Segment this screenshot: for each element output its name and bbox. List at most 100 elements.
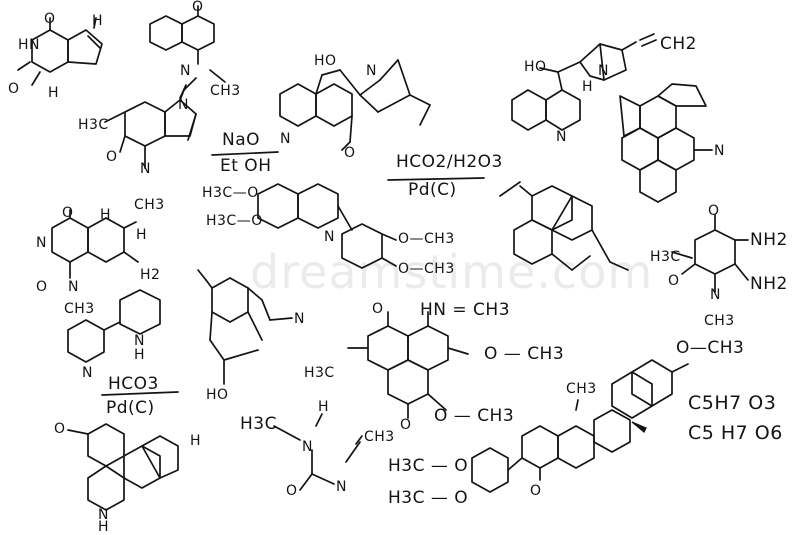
label-n: N xyxy=(714,143,725,159)
label-n: N xyxy=(36,235,47,251)
label-n: N xyxy=(556,129,567,145)
label-ch3: CH3 xyxy=(134,197,165,213)
label-n: N xyxy=(134,333,145,349)
label-h: H xyxy=(98,519,110,535)
structure-quinone-diamine xyxy=(671,214,749,293)
label-h3co: H3C—O xyxy=(202,185,259,201)
label-ch2: CH2 xyxy=(660,34,697,54)
label-ch3: CH3 xyxy=(364,429,395,445)
label-ho: HO xyxy=(206,387,229,403)
label-ch3: CH3 xyxy=(566,381,597,397)
structure-quinolone xyxy=(149,5,226,99)
label-n: N xyxy=(710,287,721,303)
label-o: O xyxy=(8,81,20,97)
label-o: O xyxy=(708,203,720,219)
arrow-hco3 xyxy=(101,391,179,396)
label-och3: O—CH3 xyxy=(398,231,455,247)
label-o: O xyxy=(36,279,48,295)
label-h: H xyxy=(582,79,594,95)
label-h: H xyxy=(318,399,330,415)
structure-morphine xyxy=(197,269,293,385)
label-h: H xyxy=(134,347,146,363)
label-n: N xyxy=(280,131,291,147)
label-o: O xyxy=(106,149,118,165)
label-hn-ch3: HN = CH3 xyxy=(420,300,511,320)
structure-cinchona xyxy=(511,33,657,131)
label-o: O xyxy=(668,273,680,289)
structure-dimethoxy xyxy=(257,183,397,269)
reagent-bottom: Pd(C) xyxy=(408,180,457,200)
reagent-bottom: Et OH xyxy=(220,156,272,176)
label-n: N xyxy=(140,161,151,177)
label-o: O xyxy=(62,205,74,221)
label-h3co: H3C — O xyxy=(388,488,469,508)
label-h: H xyxy=(190,433,202,449)
label-h: H xyxy=(92,13,104,29)
label-o: O xyxy=(530,483,542,499)
label-h3c: H3C xyxy=(78,117,109,133)
label-n: N xyxy=(336,479,347,495)
label-n: N xyxy=(98,507,109,523)
structure-quinine xyxy=(279,59,431,151)
watermark: dreamstime.com xyxy=(250,245,654,299)
structure-imidazo xyxy=(104,77,197,169)
label-n: N xyxy=(598,63,609,79)
structure-phenanthridine xyxy=(67,423,179,511)
label-h: H xyxy=(48,85,60,101)
label-och3: O — CH3 xyxy=(434,406,515,426)
label-h3co: H3C — O xyxy=(388,456,469,476)
label-n: N xyxy=(68,279,79,295)
arrow-hco2 xyxy=(387,177,485,181)
label-h2: H2 xyxy=(140,267,161,283)
label-o: O xyxy=(400,417,412,433)
label-o: O xyxy=(192,0,204,15)
wedge-bond xyxy=(631,421,647,433)
label-h3c: H3C xyxy=(304,365,335,381)
label-n: N xyxy=(366,63,377,79)
formula-1: C5H7 O3 xyxy=(688,392,777,414)
structure-steroid xyxy=(471,359,689,493)
label-o: O xyxy=(286,483,298,499)
label-o: O xyxy=(344,145,356,161)
label-ch3: CH3 xyxy=(704,313,735,329)
label-h3c: H3C xyxy=(650,249,681,265)
reagent-top: NaO xyxy=(222,130,261,150)
label-h: H xyxy=(100,207,112,223)
label-h: H xyxy=(136,227,148,243)
label-n: N xyxy=(294,311,305,327)
label-o: O xyxy=(44,11,56,27)
label-n: N xyxy=(82,365,93,381)
structure-top-left xyxy=(17,17,103,86)
label-ch3: CH3 xyxy=(64,301,95,317)
reagent-bottom: Pd(C) xyxy=(106,398,155,418)
structure-phenanthrene xyxy=(347,311,469,419)
label-n: N xyxy=(324,229,335,245)
label-n: N xyxy=(178,97,189,113)
label-och3: O—CH3 xyxy=(398,261,455,277)
structure-phenylpiperidine xyxy=(67,289,161,363)
label-hn: HN xyxy=(18,37,40,53)
label-ch3: CH3 xyxy=(210,83,241,99)
label-h3c: H3C xyxy=(240,414,277,434)
reagent-top: HCO3 xyxy=(108,374,159,394)
label-o: O xyxy=(372,301,384,317)
label-n: N xyxy=(180,63,191,79)
label-nh2: NH2 xyxy=(750,230,788,250)
reagent-top: HCO2/H2O3 xyxy=(396,152,503,172)
structure-dioxepin xyxy=(619,83,713,203)
label-n: N xyxy=(302,439,313,455)
label-och3: O—CH3 xyxy=(676,338,745,358)
formula-2: C5 H7 O6 xyxy=(688,422,783,444)
label-h3co: H3C—O xyxy=(206,213,263,229)
label-nh2: NH2 xyxy=(750,274,788,294)
label-o: O xyxy=(54,421,66,437)
structure-urea xyxy=(273,413,363,491)
label-och3: O — CH3 xyxy=(484,344,565,364)
structure-decalin xyxy=(51,209,139,279)
label-ho: HO xyxy=(314,53,337,69)
arrow-naoh xyxy=(211,151,279,156)
structure-morphinan xyxy=(499,181,629,271)
label-ho: HO xyxy=(524,59,547,75)
